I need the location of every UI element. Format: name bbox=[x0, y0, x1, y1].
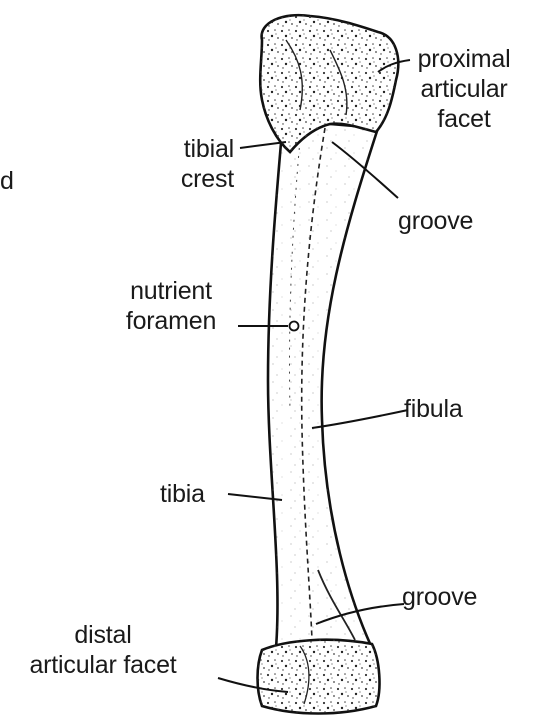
label-proximal-articular-facet: proximal articular facet bbox=[404, 44, 524, 134]
label-proximal-line-2: articular bbox=[404, 74, 524, 104]
label-groove-upper: groove bbox=[398, 206, 473, 236]
label-tibial-crest-line-2: crest bbox=[148, 164, 234, 194]
bone-shaft bbox=[268, 120, 378, 648]
label-fragment-d: d bbox=[0, 166, 14, 196]
leader-fibula bbox=[312, 410, 408, 428]
label-nutrient-line-1: nutrient bbox=[96, 276, 246, 306]
label-fibula: fibula bbox=[404, 394, 463, 424]
label-groove-lower: groove bbox=[402, 582, 477, 612]
nutrient-foramen-mark bbox=[290, 322, 299, 331]
label-distal-line-1: distal bbox=[0, 620, 228, 650]
label-tibial-crest-line-1: tibial bbox=[148, 134, 234, 164]
label-distal-articular-facet: distal articular facet bbox=[0, 620, 228, 680]
label-proximal-line-3: facet bbox=[404, 104, 524, 134]
label-nutrient-line-2: foramen bbox=[96, 306, 246, 336]
leader-tibial-crest bbox=[240, 142, 286, 148]
label-distal-line-2: articular facet bbox=[0, 650, 228, 680]
label-tibial-crest: tibial crest bbox=[148, 134, 234, 194]
label-tibia: tibia bbox=[160, 479, 205, 509]
label-nutrient-foramen: nutrient foramen bbox=[96, 276, 246, 336]
distal-articular-head bbox=[258, 640, 380, 714]
label-proximal-line-1: proximal bbox=[404, 44, 524, 74]
